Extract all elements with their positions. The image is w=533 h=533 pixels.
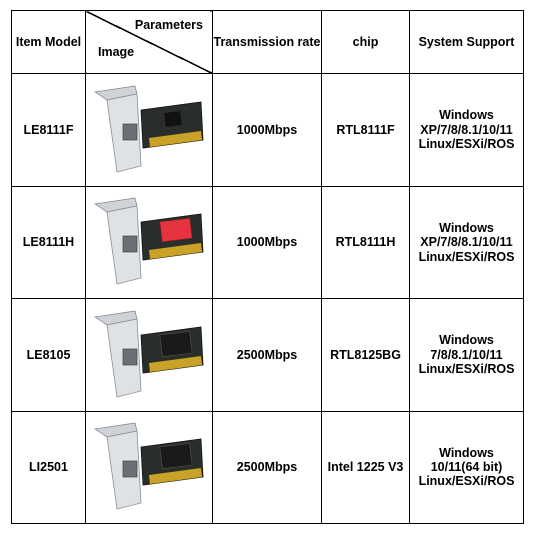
- chip-cell: RTL8125BG: [321, 298, 410, 412]
- system-line: XP/7/8/8.1/10/11: [420, 235, 513, 250]
- model-cell: LI2501: [11, 410, 86, 525]
- rate-cell: 1000Mbps: [212, 185, 322, 300]
- header-transmission-rate: Transmission rate: [212, 9, 322, 75]
- header-parameters-image: Parameters Image: [85, 9, 213, 75]
- chip-cell: RTL8111H: [321, 185, 410, 300]
- table-row: LI2501 2500Mbps Intel 1225 V3 Windows 10…: [11, 410, 524, 525]
- network-card-image: [93, 422, 204, 510]
- model-cell: LE8111H: [11, 185, 86, 300]
- network-card-image: [93, 310, 204, 398]
- header-system-support: System Support: [409, 9, 524, 75]
- system-cell: Windows XP/7/8/8.1/10/11 Linux/ESXi/ROS: [409, 185, 524, 300]
- system-cell: Windows 10/11(64 bit) Linux/ESXi/ROS: [409, 410, 524, 525]
- product-image-cell: [85, 298, 213, 412]
- chip-cell: RTL8111F: [321, 73, 410, 187]
- header-item-model: Item Model: [11, 9, 86, 75]
- system-line: 10/11(64 bit): [430, 460, 503, 475]
- table-row: LE8111F 1000Mbps RTL8111F Windows XP/7/8…: [11, 73, 524, 187]
- system-line: Windows: [439, 333, 494, 348]
- network-card-image: [93, 85, 204, 173]
- header-chip: chip: [321, 9, 410, 75]
- product-image-cell: [85, 73, 213, 187]
- spec-table: Item Model Parameters Image Transmission…: [11, 9, 524, 525]
- system-line: Linux/ESXi/ROS: [418, 362, 515, 377]
- product-image-cell: [85, 185, 213, 300]
- system-cell: Windows XP/7/8/8.1/10/11 Linux/ESXi/ROS: [409, 73, 524, 187]
- system-cell: Windows 7/8/8.1/10/11 Linux/ESXi/ROS: [409, 298, 524, 412]
- chip-cell: Intel 1225 V3: [321, 410, 410, 525]
- system-line: Windows: [439, 220, 494, 235]
- rate-cell: 2500Mbps: [212, 298, 322, 412]
- product-image-cell: [85, 410, 213, 525]
- model-cell: LE8111F: [11, 73, 86, 187]
- header-row: Item Model Parameters Image Transmission…: [11, 9, 524, 75]
- system-line: 7/8/8.1/10/11: [430, 347, 503, 362]
- system-line: Linux/ESXi/ROS: [418, 137, 515, 152]
- header-image: Image: [98, 44, 135, 59]
- system-line: Linux/ESXi/ROS: [418, 249, 515, 264]
- system-line: XP/7/8/8.1/10/11: [420, 122, 513, 137]
- rate-cell: 2500Mbps: [212, 410, 322, 525]
- system-line: Linux/ESXi/ROS: [418, 474, 515, 489]
- system-line: Windows: [439, 445, 494, 460]
- model-cell: LE8105: [11, 298, 86, 412]
- table-row: LE8105 2500Mbps RTL8125BG Windows 7/8/8.…: [11, 298, 524, 412]
- header-parameters: Parameters: [134, 18, 203, 32]
- network-card-image: [93, 197, 204, 285]
- table-row: LE8111H 1000Mbps RTL8111H Windows XP/7/8…: [11, 185, 524, 300]
- system-line: Windows: [439, 108, 494, 123]
- rate-cell: 1000Mbps: [212, 73, 322, 187]
